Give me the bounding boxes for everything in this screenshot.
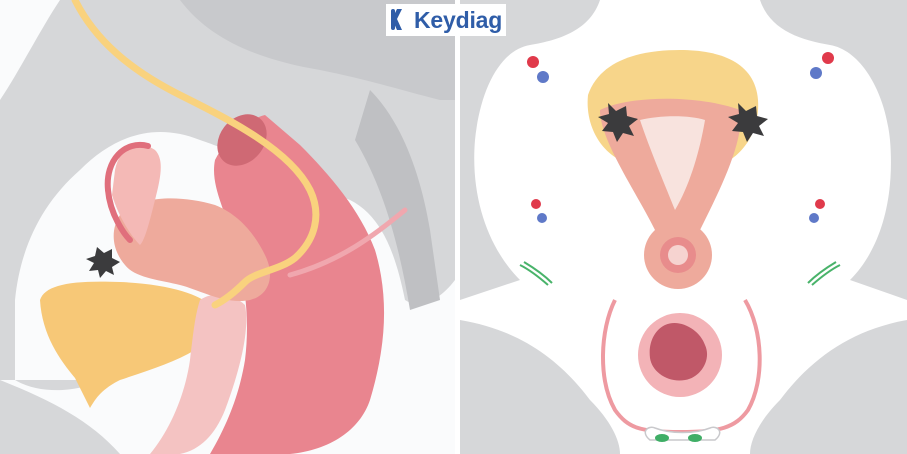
rectal-lumen (649, 322, 708, 381)
uterine-cavity (640, 116, 705, 210)
sagittal-view (0, 0, 455, 454)
left-pubis (460, 320, 620, 454)
keydiag-logo: Keydiag (386, 4, 507, 36)
coccyx (355, 90, 440, 310)
fallopian-tube (104, 141, 151, 193)
artery-left (527, 56, 539, 68)
right-ilium (760, 0, 907, 300)
fallopian-tube-lower (105, 187, 133, 243)
bladder (40, 281, 212, 408)
right-nodule-icon (728, 103, 768, 142)
artery-left-lower (531, 199, 541, 209)
coronal-view (460, 0, 907, 454)
pelvic-bone (0, 0, 455, 391)
external-os (668, 245, 688, 265)
artery-right-lower (815, 199, 825, 209)
ovary (112, 145, 161, 245)
vein-left (537, 71, 549, 83)
keydiag-k-icon (391, 9, 402, 30)
pubic-bone (0, 300, 120, 454)
rectum (210, 115, 385, 454)
left-nodule-icon (598, 103, 638, 142)
vein-left-lower (537, 213, 547, 223)
vein-right (810, 67, 822, 79)
nerve-right-icon (807, 261, 841, 286)
right-pubis (750, 320, 907, 454)
ureter (71, 0, 320, 309)
nerve-left (655, 434, 669, 442)
uterosacral-ligament (287, 207, 408, 278)
rectum-lumen (217, 114, 267, 166)
nerve-left-icon (519, 261, 553, 286)
vein-right-lower (809, 213, 819, 223)
artery-right (822, 52, 834, 64)
endometriosis-nodule-icon (86, 247, 120, 278)
vagina (150, 294, 247, 454)
uterus (113, 198, 270, 302)
brand-name: Keydiag (414, 6, 503, 33)
nerve-right (688, 434, 702, 442)
